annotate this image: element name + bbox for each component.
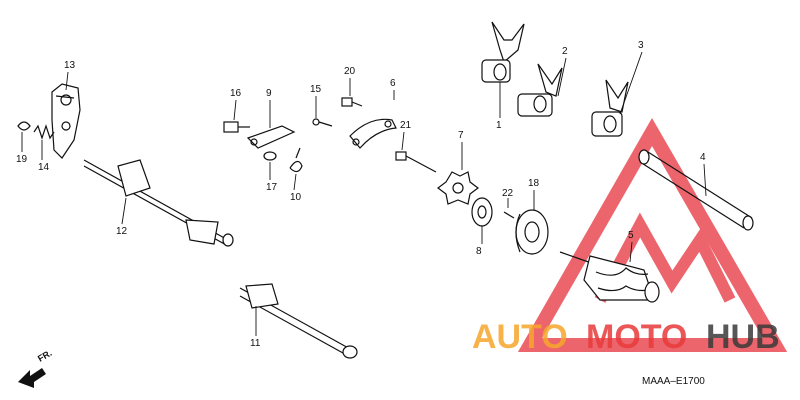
callout-number-10: 10	[290, 192, 302, 203]
part-8-pin-plate	[471, 197, 493, 227]
callout-number-22: 22	[502, 188, 514, 199]
part-21-bolt	[395, 151, 437, 173]
callout-number-6: 6	[390, 78, 396, 89]
part-1-shift-fork	[481, 21, 525, 83]
callout-11: 11	[250, 306, 261, 349]
part-15-bolt	[312, 118, 333, 127]
callout-16: 16	[230, 88, 242, 121]
callout-18: 18	[528, 178, 540, 210]
watermark-text-auto: AUTO	[472, 318, 568, 356]
part-17-washer	[263, 151, 277, 161]
callout-7: 7	[458, 130, 464, 170]
diagram-code: MAAA–E1700	[642, 376, 705, 387]
watermark-text-hub: HUB	[706, 318, 780, 356]
front-direction-arrow: FR.	[18, 348, 54, 388]
callout-22: 22	[502, 188, 514, 208]
callout-number-9: 9	[266, 88, 272, 99]
callout-19: 19	[16, 132, 28, 165]
callout-leader-4	[703, 163, 707, 197]
front-arrow-label: FR.	[36, 348, 54, 364]
callout-21: 21	[400, 120, 412, 151]
callout-number-3: 3	[638, 40, 644, 51]
callout-number-12: 12	[116, 226, 128, 237]
part-22-pin	[503, 211, 515, 219]
callout-number-15: 15	[310, 84, 322, 95]
callout-8: 8	[476, 226, 483, 257]
callout-6: 6	[390, 78, 396, 100]
part-3-shift-fork	[591, 79, 629, 137]
part-14-spring	[33, 124, 55, 140]
callout-number-2: 2	[562, 46, 568, 57]
part-12-gearshift-spindle	[83, 159, 234, 247]
callout-3: 3	[619, 40, 644, 115]
callout-number-14: 14	[38, 162, 50, 173]
callout-leader-5	[629, 241, 633, 263]
callout-number-16: 16	[230, 88, 242, 99]
part-18-bearing	[515, 209, 549, 255]
part-5-shift-drum	[559, 251, 660, 303]
callout-leader-12	[121, 197, 127, 225]
callout-number-4: 4	[700, 152, 706, 163]
callout-number-5: 5	[628, 230, 634, 241]
callout-leader-2	[557, 57, 567, 97]
part-9-stopper-arm	[246, 125, 296, 149]
watermark-text-moto: MOTO	[586, 318, 687, 356]
callout-number-7: 7	[458, 130, 464, 141]
callout-13: 13	[64, 60, 76, 91]
callout-14: 14	[38, 140, 50, 173]
callout-20: 20	[344, 66, 356, 96]
callout-17: 17	[266, 162, 278, 193]
watermark-wordmark: AUTO MOTO HUB	[472, 318, 780, 356]
callout-5: 5	[628, 230, 634, 263]
callout-2: 2	[557, 46, 568, 97]
callout-leader-16	[233, 99, 237, 121]
callout-9: 9	[266, 88, 272, 128]
part-7-drum-center	[437, 171, 479, 205]
part-2-shift-fork	[517, 63, 563, 117]
callout-number-19: 19	[16, 154, 28, 165]
part-16-bolt	[223, 121, 250, 133]
callout-number-8: 8	[476, 246, 482, 257]
callout-number-11: 11	[250, 338, 261, 349]
callout-number-20: 20	[344, 66, 356, 77]
callout-leader-21	[401, 131, 405, 151]
part-20-bolt	[341, 97, 363, 107]
callout-leader-13	[65, 71, 69, 91]
callout-number-21: 21	[400, 120, 412, 131]
callout-number-17: 17	[266, 182, 278, 193]
callout-12: 12	[116, 197, 128, 237]
callout-4: 4	[700, 152, 707, 197]
callout-number-1: 1	[496, 120, 502, 131]
callout-number-13: 13	[64, 60, 76, 71]
callout-1: 1	[496, 82, 502, 131]
callout-leader-10	[293, 173, 297, 191]
part-6-guide-plate	[349, 118, 397, 149]
part-4-fork-shaft	[638, 149, 754, 231]
part-10-return-spring	[289, 147, 303, 173]
watermark-logo-icon	[517, 117, 788, 352]
part-13-stopper-plate	[51, 83, 81, 159]
part-19-clip	[17, 121, 31, 131]
callout-15: 15	[310, 84, 322, 118]
part-11-shift-shaft	[239, 283, 358, 359]
callout-leader-3	[619, 51, 643, 115]
callout-number-18: 18	[528, 178, 540, 189]
callout-10: 10	[290, 173, 302, 203]
